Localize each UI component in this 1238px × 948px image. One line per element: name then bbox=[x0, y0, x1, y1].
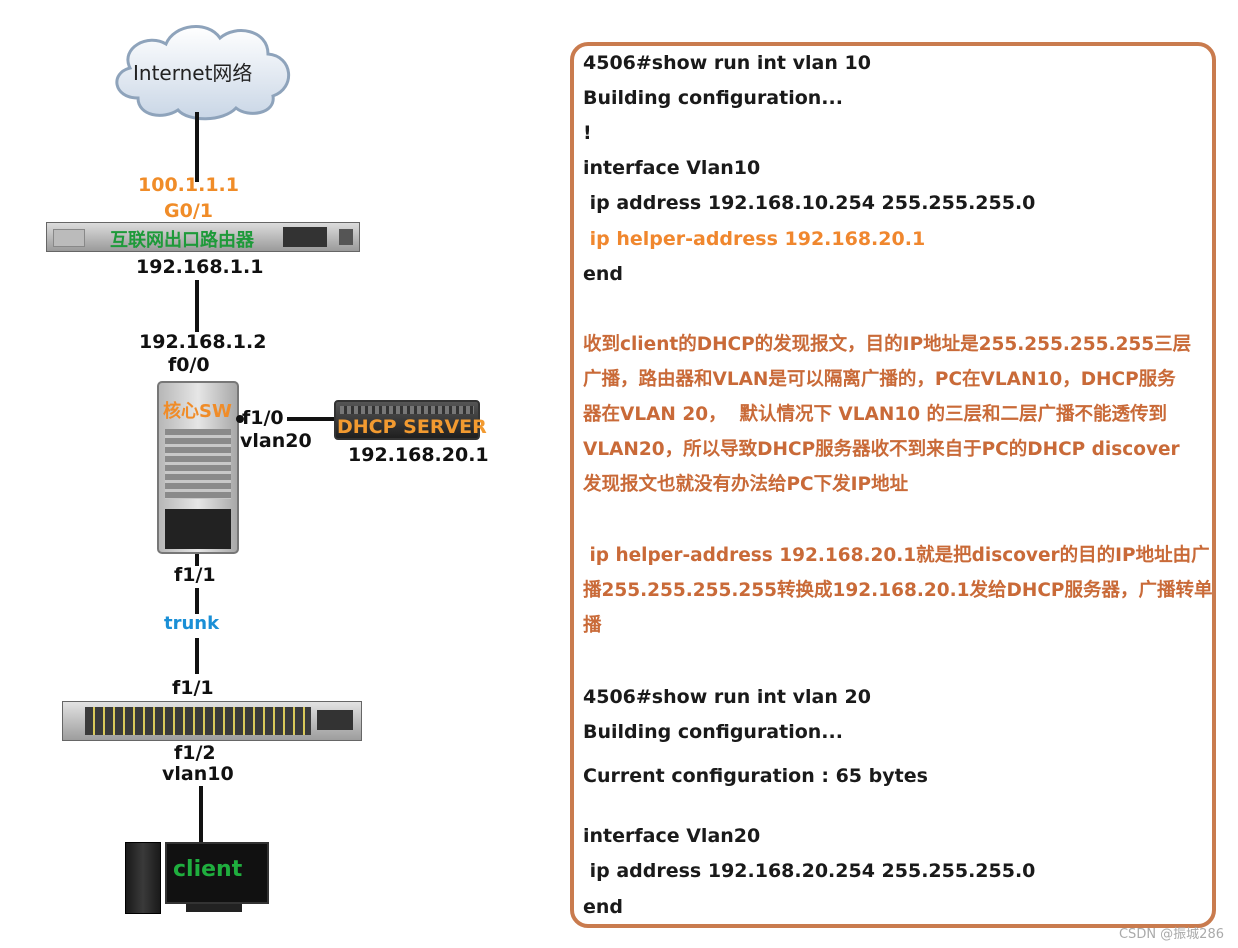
explain-line: 播255.255.255.255转换成192.168.20.1发给DHCP服务器… bbox=[583, 580, 1213, 601]
config-line: Building configuration... bbox=[583, 721, 843, 743]
config-line: 4506#show run int vlan 20 bbox=[583, 686, 871, 708]
access-port-up: f1/1 bbox=[172, 677, 214, 699]
access-vlan: vlan10 bbox=[162, 763, 234, 785]
core-switch-name: 核心SW bbox=[163, 401, 232, 422]
explain-line: 收到client的DHCP的发现报文，目的IP地址是255.255.255.25… bbox=[583, 334, 1192, 355]
config-line: interface Vlan10 bbox=[583, 157, 761, 179]
router-name: 互联网出口路由器 bbox=[110, 230, 254, 251]
config-line: Building configuration... bbox=[583, 87, 843, 109]
access-port-down: f1/2 bbox=[174, 742, 216, 764]
core-port-down: f1/1 bbox=[174, 564, 216, 586]
config-line: 4506#show run int vlan 10 bbox=[583, 52, 871, 74]
explain-line: 器在VLAN 20， 默认情况下 VLAN10 的三层和二层广播不能透传到 bbox=[583, 404, 1168, 425]
router-wan-port: G0/1 bbox=[164, 200, 213, 222]
core-port-dot bbox=[236, 415, 244, 423]
explain-line: 播 bbox=[583, 615, 602, 636]
client-tower bbox=[125, 842, 161, 914]
trunk-label: trunk bbox=[164, 613, 220, 634]
access-switch-device bbox=[62, 701, 362, 741]
link-router-core bbox=[195, 280, 199, 332]
link-access-client bbox=[199, 786, 203, 844]
router-device bbox=[46, 222, 360, 252]
link-core-access-1 bbox=[195, 588, 199, 614]
explain-line: 发现报文也就没有办法给PC下发IP地址 bbox=[583, 474, 909, 495]
core-switch-device bbox=[157, 381, 239, 554]
core-port-server: f1/0 bbox=[242, 407, 284, 429]
explanation-paragraph-1: 收到client的DHCP的发现报文，目的IP地址是255.255.255.25… bbox=[583, 327, 1217, 502]
link-core-access-2 bbox=[195, 638, 199, 674]
watermark: CSDN @振城286 bbox=[1118, 927, 1224, 942]
router-lan-ip: 192.168.1.1 bbox=[136, 256, 264, 278]
link-internet-router bbox=[195, 112, 199, 182]
config-line: end bbox=[583, 896, 624, 918]
config-panel bbox=[570, 42, 1216, 928]
link-core-server bbox=[287, 417, 337, 421]
config-line: Current configuration : 65 bytes bbox=[583, 765, 928, 787]
core-ip: 192.168.1.2 bbox=[139, 331, 267, 353]
dhcp-server-device bbox=[334, 400, 480, 440]
core-port-up: f0/0 bbox=[168, 354, 210, 376]
config-line-helper: ip helper-address 192.168.20.1 bbox=[583, 228, 926, 250]
explain-line: ip helper-address 192.168.20.1就是把discove… bbox=[583, 545, 1210, 566]
config-line: interface Vlan20 bbox=[583, 825, 761, 847]
explain-line: VLAN20，所以导致DHCP服务器收不到来自于PC的DHCP discover bbox=[583, 439, 1180, 460]
config-line: ! bbox=[583, 122, 592, 144]
link-core-access-top bbox=[195, 554, 199, 566]
explanation-paragraph-2: ip helper-address 192.168.20.1就是把discove… bbox=[583, 538, 1217, 643]
router-wan-ip: 100.1.1.1 bbox=[138, 174, 239, 196]
core-vlan-server: vlan20 bbox=[240, 430, 312, 452]
cloud-label: Internet网络 bbox=[133, 61, 253, 85]
client-monitor bbox=[165, 842, 269, 904]
client-label: client bbox=[173, 857, 243, 882]
dhcp-server-name: DHCP SERVER bbox=[337, 416, 487, 438]
dhcp-server-ip: 192.168.20.1 bbox=[348, 444, 489, 466]
config-line: end bbox=[583, 263, 624, 285]
explain-line: 广播，路由器和VLAN是可以隔离广播的，PC在VLAN10，DHCP服务 bbox=[583, 369, 1176, 390]
config-line: ip address 192.168.10.254 255.255.255.0 bbox=[583, 192, 1036, 214]
client-monitor-stand bbox=[186, 904, 242, 912]
config-line: ip address 192.168.20.254 255.255.255.0 bbox=[583, 860, 1036, 882]
